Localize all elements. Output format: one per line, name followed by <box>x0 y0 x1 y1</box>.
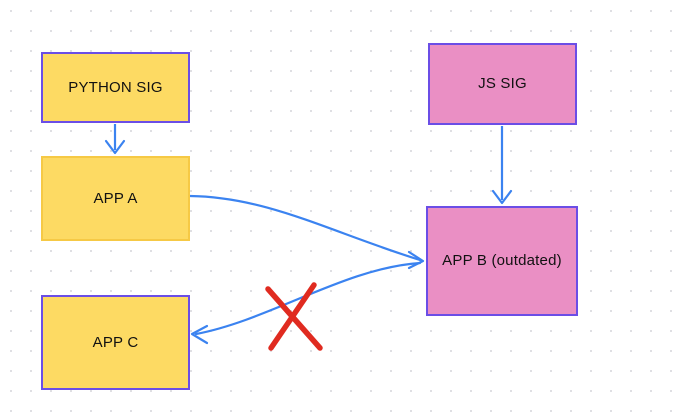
arrowhead-icon <box>491 189 513 205</box>
node-app-a[interactable]: APP A <box>41 156 190 241</box>
node-label-app-a: APP A <box>93 189 138 207</box>
edge-python-sig-to-app-a[interactable] <box>104 124 126 155</box>
node-label-js-sig: JS SIG <box>478 75 527 92</box>
red-cross-icon <box>265 282 323 351</box>
node-app-c[interactable]: APP C <box>41 295 190 390</box>
edge-app-b-to-app-c[interactable] <box>190 261 422 345</box>
node-label-python-sig: PYTHON SIG <box>68 78 163 96</box>
arrowhead-icon <box>407 250 425 270</box>
node-app-b[interactable]: APP B (outdated) <box>426 206 578 316</box>
node-label-app-b: APP B (outdated) <box>442 252 562 269</box>
arrowhead-icon <box>190 324 209 345</box>
arrowhead-icon <box>104 139 126 155</box>
node-python-sig[interactable]: PYTHON SIG <box>41 52 190 123</box>
node-label-app-c: APP C <box>92 333 139 351</box>
edge-js-sig-to-app-b[interactable] <box>491 126 513 205</box>
edge-app-a-to-app-b[interactable] <box>188 194 425 270</box>
node-js-sig[interactable]: JS SIG <box>428 43 577 125</box>
